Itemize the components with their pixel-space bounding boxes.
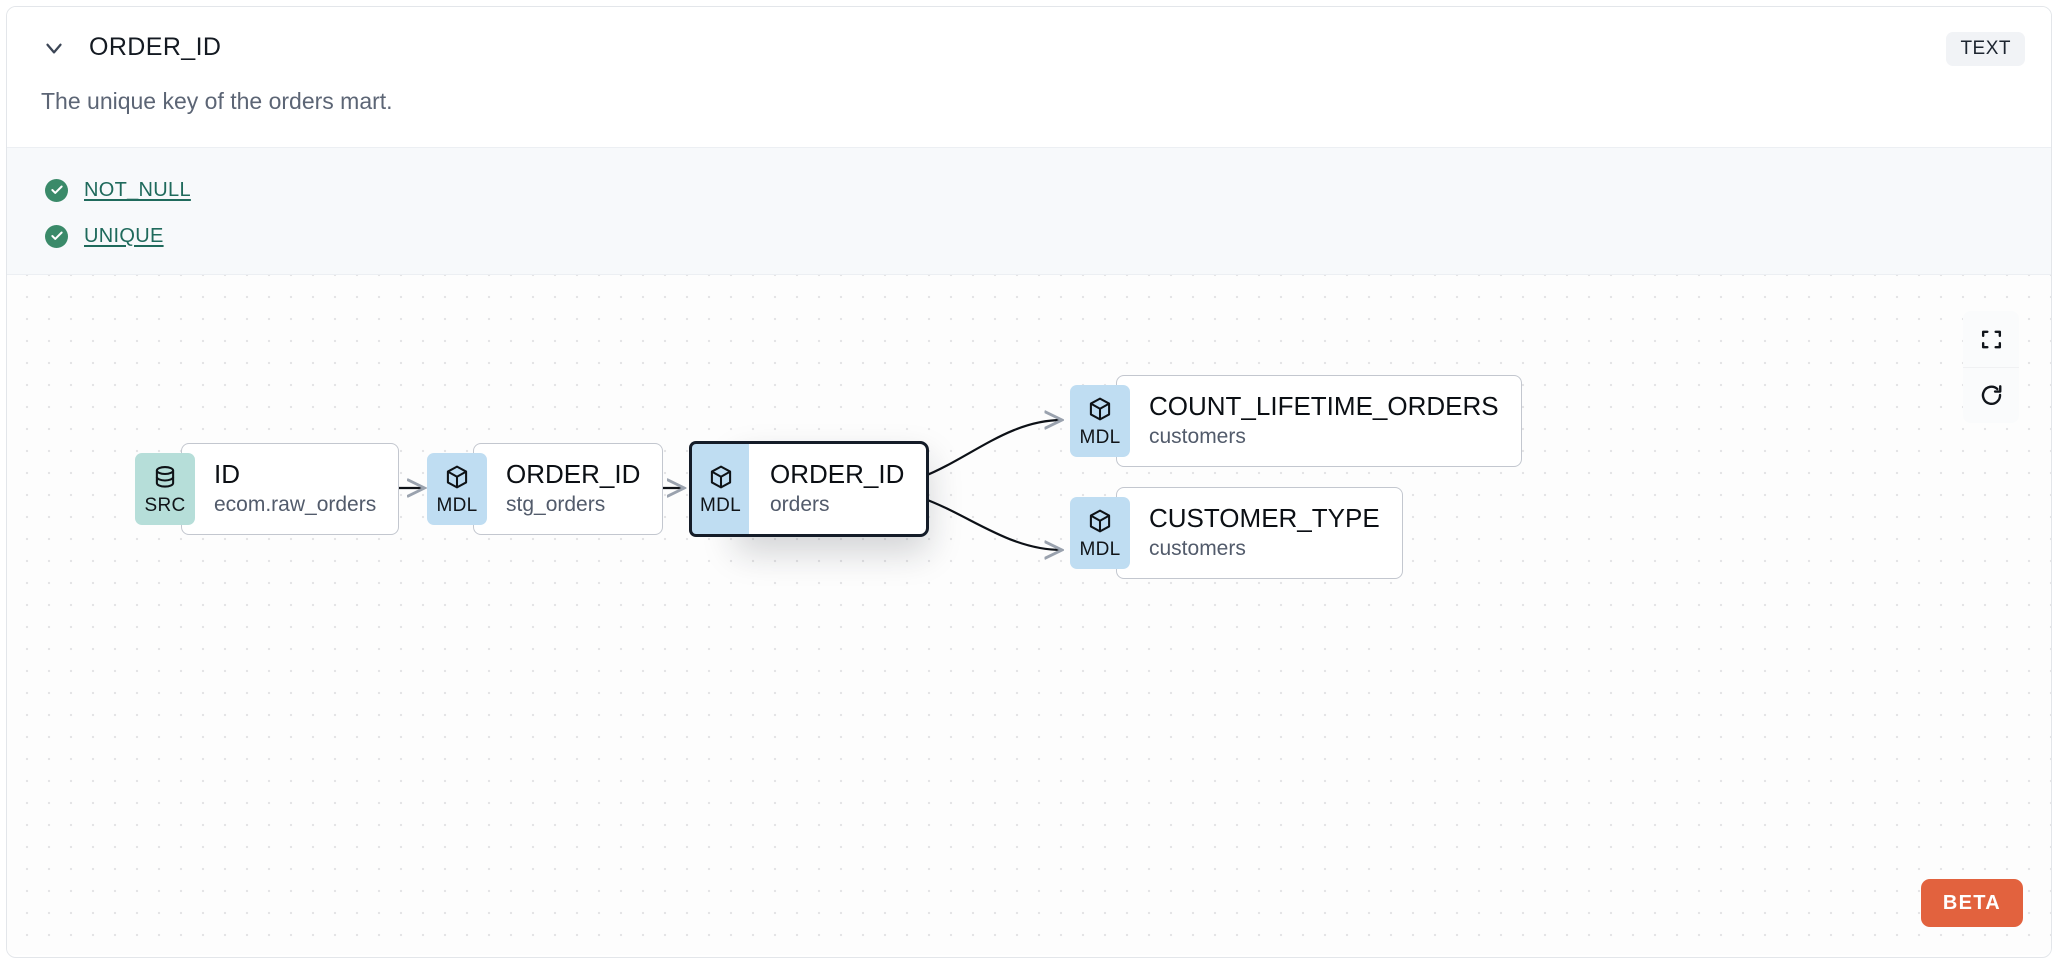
cube-icon: [1087, 396, 1113, 427]
column-detail-card: ORDER_ID TEXT The unique key of the orde…: [6, 6, 2052, 958]
lineage-node-stg-orders[interactable]: MDL ORDER_ID stg_orders: [427, 443, 664, 535]
node-subtitle: orders: [770, 493, 830, 517]
canvas-controls: [1963, 311, 2019, 423]
node-subtitle: stg_orders: [506, 493, 606, 517]
header-title-row: ORDER_ID: [41, 33, 221, 62]
chevron-down-icon[interactable]: [41, 35, 67, 61]
node-subtitle: ecom.raw_orders: [214, 493, 377, 517]
node-badge-mdl: MDL: [1070, 497, 1130, 569]
node-badge-label: MDL: [699, 494, 741, 516]
node-badge-label: SRC: [144, 494, 186, 516]
beta-badge[interactable]: BETA: [1920, 879, 2023, 927]
check-circle-icon: [45, 178, 68, 202]
lineage-edges: [349, 275, 2051, 955]
node-badge-mdl: MDL: [427, 453, 487, 525]
node-subtitle: customers: [1149, 537, 1246, 561]
node-body: CUSTOMER_TYPE customers: [1116, 487, 1403, 579]
column-description: The unique key of the orders mart.: [41, 88, 393, 114]
node-badge-label: MDL: [1079, 426, 1121, 448]
cube-icon: [444, 464, 470, 495]
test-row: UNIQUE: [45, 214, 2051, 258]
node-name: ORDER_ID: [506, 459, 641, 490]
node-badge-src: SRC: [135, 453, 195, 525]
data-type-badge: TEXT: [1946, 32, 2025, 66]
tests-section: NOT_NULL UNIQUE: [7, 147, 2051, 275]
node-badge-mdl: MDL: [1070, 385, 1130, 457]
node-body: COUNT_LIFETIME_ORDERS customers: [1116, 375, 1522, 467]
page-title: ORDER_ID: [89, 33, 222, 61]
cube-icon: [1087, 508, 1113, 539]
lineage-node-count-lifetime-orders[interactable]: MDL COUNT_LIFETIME_ORDERS customers: [1070, 375, 1522, 467]
lineage-canvas[interactable]: SRC ID ecom.raw_orders MDL ORDER_ID stg: [7, 275, 2051, 955]
test-link-unique[interactable]: UNIQUE: [84, 224, 164, 247]
test-row: NOT_NULL: [45, 168, 2051, 212]
node-name: ORDER_ID: [770, 459, 905, 490]
lineage-node-orders-selected[interactable]: MDL ORDER_ID orders: [689, 441, 930, 537]
card-header: ORDER_ID TEXT The unique key of the orde…: [7, 7, 2051, 147]
node-name: COUNT_LIFETIME_ORDERS: [1149, 391, 1499, 422]
node-body: ID ecom.raw_orders: [181, 443, 400, 535]
node-badge-mdl: MDL: [689, 441, 749, 537]
cube-icon: [708, 464, 734, 495]
node-subtitle: customers: [1149, 425, 1246, 449]
node-badge-label: MDL: [436, 494, 478, 516]
refresh-icon[interactable]: [1963, 367, 2019, 423]
node-body: ORDER_ID orders: [735, 441, 930, 537]
lineage-node-customer-type[interactable]: MDL CUSTOMER_TYPE customers: [1070, 487, 1403, 579]
check-circle-icon: [45, 224, 68, 248]
node-body: ORDER_ID stg_orders: [473, 443, 664, 535]
node-badge-label: MDL: [1079, 538, 1121, 560]
node-name: CUSTOMER_TYPE: [1149, 503, 1380, 534]
fit-view-icon[interactable]: [1963, 311, 2019, 367]
database-icon: [152, 464, 178, 495]
node-name: ID: [214, 459, 240, 490]
lineage-node-id[interactable]: SRC ID ecom.raw_orders: [135, 443, 400, 535]
test-link-not-null[interactable]: NOT_NULL: [84, 178, 191, 201]
